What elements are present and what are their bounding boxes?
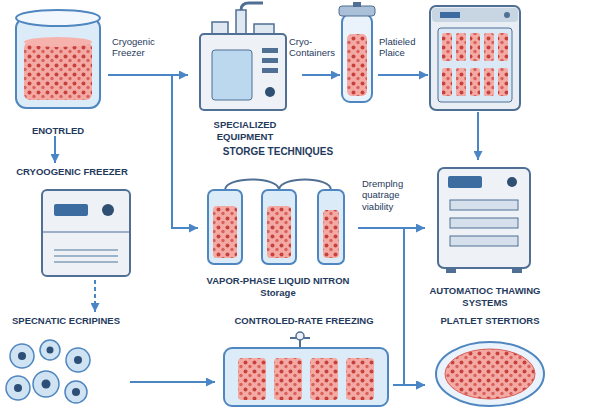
node-caption: SPECIALIZED EQUIPMENT [188,119,302,142]
storage-node: ENOTRLED [8,4,108,136]
cells-illustration [6,340,90,403]
node-caption: ENOTRLED [8,125,108,136]
result-node: PLATLET STERTIORS [425,312,555,408]
fridge-node: Platieled Plaice [428,4,522,112]
node-caption: VAPOR-PHASE LIQUID NITRON Storage [198,275,358,298]
flow-arrow [358,228,425,385]
node-caption: CONTROLED-RATE FREEZING [215,315,393,326]
beaker-illustration [16,10,100,108]
storage-node: VAPOR-PHASE LIQUID NITRON Storage [198,172,358,298]
flow-arrow [130,381,215,383]
node-caption: Cryo- Containers [289,36,337,59]
equipment-illustration [200,3,286,110]
freezing-node: CONTROLED-RATE FREEZING [215,312,393,408]
flow-arrow [378,74,428,76]
connectors [55,75,478,385]
container-node: Cryo- Containers [340,4,378,108]
freezer-illustration [42,190,130,276]
sample-node: SPECNATIC ECRIPINES [2,312,130,408]
node-caption: Platieled Plaice [379,36,425,59]
flow-arrow [54,136,56,163]
flow-arrow [393,384,425,386]
petri-dish-illustration [436,342,544,406]
thawing-machine-illustration [438,168,530,273]
section-heading: STORGE TECHNIQUES [198,146,358,158]
node-caption: PLATLET STERTIORS [425,315,555,326]
tube-illustration [339,2,375,102]
edge-label: Cryogenic Freezer [112,36,178,59]
nitrogen-tank-illustration [208,180,344,265]
equipment-node: SPECIALIZED EQUIPMENT [188,2,302,142]
node-caption: AUTOMATIOC THAWING SYSTEMS [425,285,545,308]
fridge-illustration [430,6,520,110]
flow-arrow [477,112,479,160]
edge-label: Dremplng quatrage viability [362,178,424,212]
flow-arrow [94,280,96,312]
node-caption: CRYOOGENIC FREEZER [8,166,136,177]
rate-freezer-illustration [224,332,388,406]
flow-arrow [302,74,340,76]
flow-arrow [108,75,198,228]
thawing-node: AUTOMATIOC THAWING SYSTEMS [425,160,545,308]
freezer-node: CRYOOGENIC FREEZER [8,163,136,280]
node-caption: SPECNATIC ECRIPINES [2,315,130,326]
